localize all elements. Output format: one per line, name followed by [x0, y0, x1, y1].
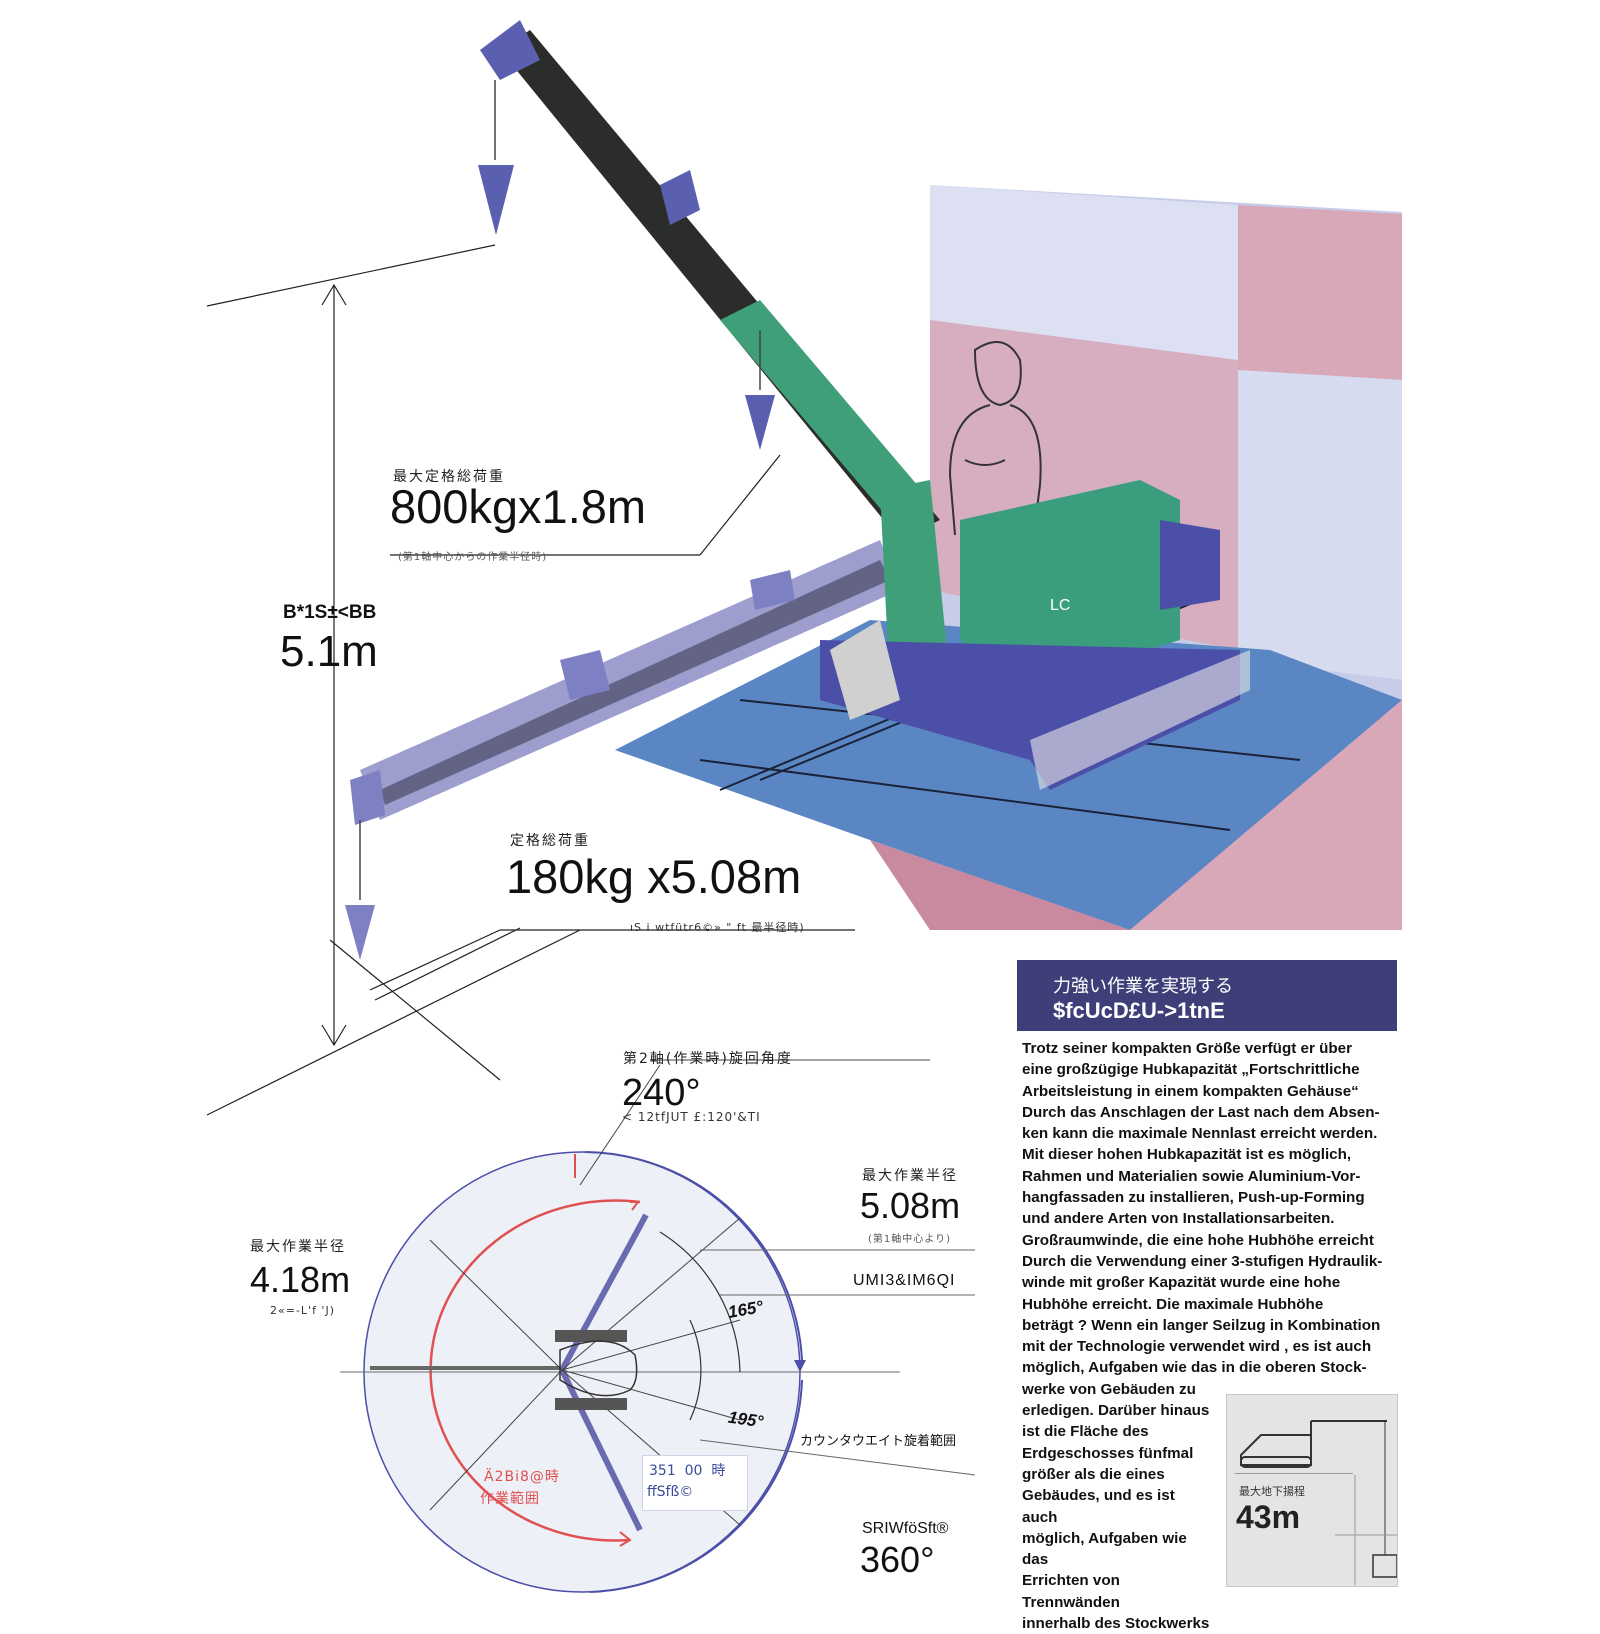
crane-body: LC: [820, 480, 1250, 790]
slew-angle-label: 第2軸(作業時)旋回角度: [623, 1051, 793, 1067]
body-line: werke von Gebäuden zu: [1022, 1380, 1196, 1398]
slew-angle-note: < 12tfJUT £:120'&TI: [622, 1110, 761, 1124]
body-line: Hubhöhe erreicht. Die maximale Hubhöhe: [1022, 1295, 1324, 1313]
body-line: Erdgeschosses fünfmal: [1022, 1444, 1194, 1462]
rotation-label: SRIWföSft®: [862, 1520, 949, 1537]
section-header-code: $fcUcD£U->1tnE: [1053, 998, 1225, 1023]
mini-crane-icon: [1235, 1420, 1398, 1585]
body-line: eine großzügige Hubkapazität „Fortschrit…: [1022, 1061, 1360, 1079]
work-range-line1: Ä2Bi8@時: [484, 1469, 560, 1485]
height-value: 5.1m: [280, 627, 378, 676]
counterweight-label: カウンタウエイト旋着範囲: [800, 1434, 957, 1449]
dimension-lines: [206, 244, 855, 1116]
depth-inset: 最大地下揚程 43m: [1226, 1394, 1398, 1587]
slew-plan-diagram: [340, 1059, 976, 1593]
right-radius-value: 5.08m: [860, 1185, 961, 1226]
rated-load-value: 180kg x5.08m: [506, 850, 802, 903]
body-line: größer als die eines: [1022, 1465, 1165, 1483]
operator-figure: [948, 341, 1042, 536]
body-line: Großraumwinde, die eine hohe Hubhöhe err…: [1022, 1231, 1374, 1249]
body-line: Durch die Verwendung einer 3-stufigen Hy…: [1022, 1252, 1383, 1270]
work-range-line2: 作業範囲: [480, 1491, 540, 1507]
right-radius-note: (第1軸中心より): [868, 1234, 951, 1245]
depth-value: 43m: [1236, 1499, 1301, 1535]
body-line: Mit dieser hohen Hubkapazität ist es mög…: [1022, 1146, 1352, 1164]
max-load-value: 800kgx1.8m: [390, 480, 647, 533]
left-radius-value: 4.18m: [250, 1259, 351, 1300]
work-range-box: 351 00 時 ffSfß©: [642, 1455, 748, 1511]
body-line: erledigen. Darüber hinaus: [1022, 1402, 1210, 1420]
body-line: Gebäudes, und es ist auch: [1022, 1487, 1175, 1526]
body-line: ist die Fläche des: [1022, 1423, 1149, 1441]
left-radius-label: 最大作業半径: [250, 1239, 346, 1255]
work-range-box-line1: 351 00 時: [649, 1463, 726, 1479]
right-radius-label: 最大作業半径: [862, 1168, 958, 1184]
height-label: B*1S±<BB: [283, 602, 377, 623]
code-label: UMI3&IM6QI: [853, 1272, 956, 1289]
rated-load-note: ıS i wtfütr6©» " ft 最半径時): [630, 921, 805, 934]
body-line: beträgt ? Wenn ein langer Seilzug in Kom…: [1022, 1316, 1381, 1334]
rated-load-label: 定格総荷重: [510, 833, 590, 849]
section-header: 力強い作業を実現する $fcUcD£U->1tnE: [1017, 960, 1397, 1031]
max-load-label: 最大定格総荷重: [393, 469, 505, 485]
body-line: ken kann die maximale Nennlast erreicht …: [1022, 1125, 1378, 1143]
work-range-box-line2: ffSfß©: [647, 1484, 694, 1500]
body-line: Trotz seiner kompakten Größe verfügt er …: [1022, 1040, 1352, 1057]
body-line: Rahmen und Materialien sowie Aluminium-V…: [1022, 1167, 1361, 1185]
section-header-jp: 力強い作業を実現する: [1053, 976, 1233, 997]
body-line: möglich, Aufgaben wie das: [1022, 1529, 1187, 1569]
crane-model-text: LC: [1050, 597, 1070, 614]
extended-boom: [345, 540, 900, 960]
body-line: hangfassaden zu installieren, Push-up-Fo…: [1022, 1189, 1365, 1207]
body-line: Arbeitsleistung in einem kompakten Gehäu…: [1022, 1082, 1359, 1100]
depth-label: 最大地下揚程: [1239, 1485, 1305, 1498]
main-boom: [478, 20, 940, 540]
body-line: möglich, Aufgaben wie das in die oberen …: [1022, 1359, 1367, 1377]
slew-angle-value: 240°: [622, 1072, 701, 1114]
body-line: mit der Technologie verwendet wird , es …: [1022, 1338, 1372, 1356]
body-line: innerhalb des Stockwerks: [1022, 1615, 1210, 1633]
body-line: Durch das Anschlagen der Last nach dem A…: [1022, 1103, 1380, 1121]
body-line: Errichten von Trennwänden: [1022, 1572, 1120, 1611]
body-line: winde mit großer Kapazität wurde eine ho…: [1022, 1274, 1341, 1292]
left-radius-note: 2«=-L'f 'J): [270, 1304, 335, 1317]
rotation-value: 360°: [860, 1539, 935, 1580]
body-line: und andere Arten von Installationsarbeit…: [1022, 1210, 1335, 1228]
max-load-note: (第1軸中心からの作業半径時): [398, 552, 548, 563]
